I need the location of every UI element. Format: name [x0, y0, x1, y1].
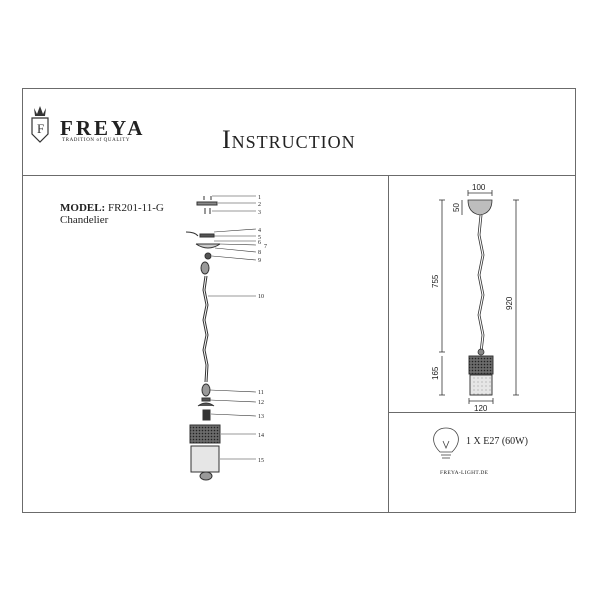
dim-top-diameter: 100 — [472, 183, 486, 192]
part-label: 7 — [264, 244, 267, 250]
chain-shape — [477, 214, 483, 353]
chain-part — [202, 275, 207, 383]
bulb-part — [199, 471, 213, 481]
bulb-spec: 1 X E27 (60W) — [466, 436, 528, 447]
model-line: MODEL: FR201-11-G — [60, 202, 164, 214]
ring-part — [204, 252, 212, 260]
model-code: FR201-11-G — [107, 202, 164, 214]
part-label: 8 — [258, 250, 261, 256]
part-label: 13 — [258, 414, 264, 420]
canopy-part — [195, 243, 221, 249]
brand-name: FREYA — [60, 116, 146, 140]
wire-part — [185, 231, 199, 237]
part-label: 14 — [258, 433, 264, 439]
dim-chain-length: 755 — [431, 274, 440, 288]
socket-part — [202, 409, 211, 421]
connector-part — [200, 261, 210, 275]
part-label: 11 — [258, 390, 264, 396]
cap-part — [197, 402, 215, 407]
part-label: 5 — [258, 235, 261, 241]
part-label: 4 — [258, 228, 261, 234]
part-label: 2 — [258, 202, 261, 208]
page-title: Instruction — [222, 125, 356, 154]
part-label: 6 — [258, 240, 261, 246]
content-frame — [22, 88, 576, 513]
dim-shade-diameter: 120 — [474, 404, 488, 413]
part-label: 12 — [258, 400, 264, 406]
footer-site: FREYA-LIGHT.DE — [440, 470, 489, 476]
model-type: Chandelier — [60, 214, 109, 226]
part-label: 9 — [258, 258, 261, 264]
shade-lower-part — [190, 445, 220, 473]
svg-text:F: F — [37, 121, 44, 136]
divider-vertical — [388, 175, 389, 513]
mounting-bracket — [196, 201, 218, 206]
canopy-shape — [467, 199, 493, 216]
part-label: 10 — [258, 294, 264, 300]
divider-horizontal — [22, 175, 576, 176]
dim-shade-height: 165 — [431, 366, 440, 380]
part-label: 3 — [258, 210, 261, 216]
brand-tagline: TRADITION of QUALITY — [62, 138, 131, 143]
dim-canopy-height: 50 — [452, 203, 461, 212]
divider-spec — [388, 412, 576, 413]
part-label: 15 — [258, 458, 264, 464]
model-label: MODEL: — [60, 202, 106, 214]
part-label: 1 — [258, 195, 261, 201]
dim-total-height: 920 — [505, 296, 514, 310]
